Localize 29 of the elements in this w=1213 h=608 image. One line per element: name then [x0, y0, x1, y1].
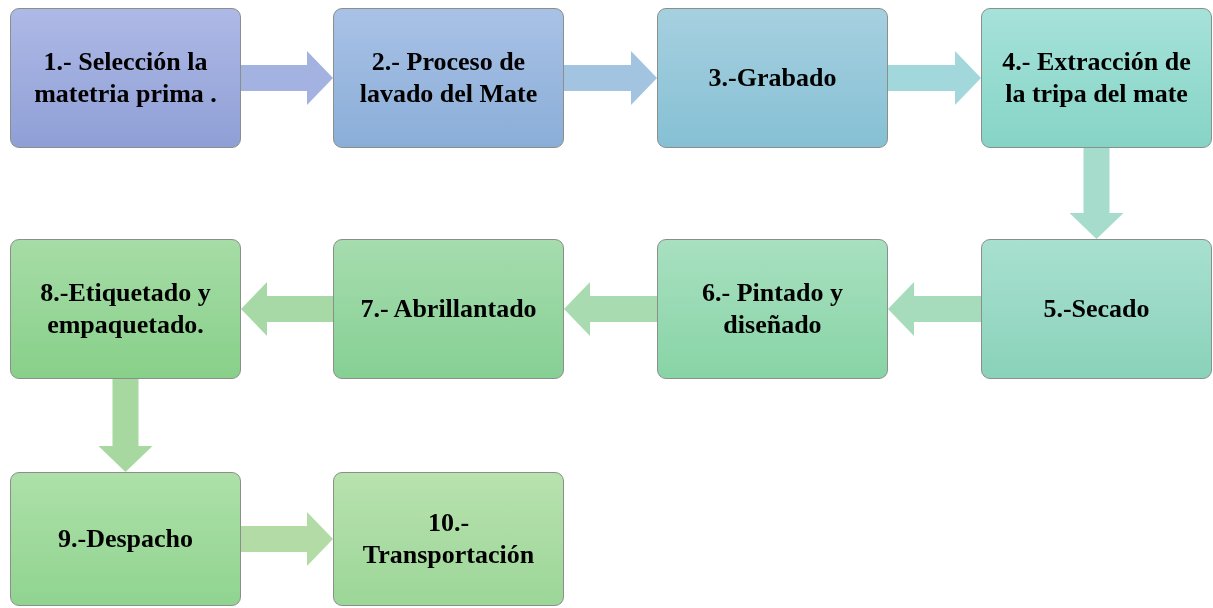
step-label: 6.- Pintado y diseñado [701, 277, 844, 341]
process-box [981, 239, 1212, 379]
process-box [333, 472, 564, 606]
block-arrow [564, 51, 657, 105]
process-box [333, 239, 564, 379]
step-label: 2.- Proceso de lavado del Mate [358, 46, 539, 110]
process-box [657, 239, 888, 379]
step-label: 9.-Despacho [57, 523, 194, 555]
step-label: 1.- Selección la matetria prima . [33, 46, 218, 110]
block-arrow [888, 282, 981, 336]
process-box [657, 8, 888, 148]
process-box [333, 8, 564, 148]
step-label: 10.- Transportación [361, 507, 536, 571]
process-box [10, 472, 241, 606]
block-arrow [241, 512, 333, 566]
step-label: 8.-Etiquetado y empaquetado. [39, 277, 212, 341]
step-label: 3.-Grabado [708, 62, 837, 94]
block-arrow [888, 51, 981, 105]
step-label: 7.- Abrillantado [360, 293, 537, 325]
step-label: 4.- Extracción de la tripa del mate [1001, 46, 1192, 110]
process-box [981, 8, 1212, 148]
block-arrow [241, 51, 333, 105]
block-arrow [1069, 148, 1124, 239]
process-box [10, 239, 241, 379]
block-arrow [98, 379, 153, 472]
step-label: 5.-Secado [1043, 293, 1150, 325]
block-arrow [241, 282, 333, 336]
process-box [10, 8, 241, 148]
block-arrow [564, 282, 657, 336]
